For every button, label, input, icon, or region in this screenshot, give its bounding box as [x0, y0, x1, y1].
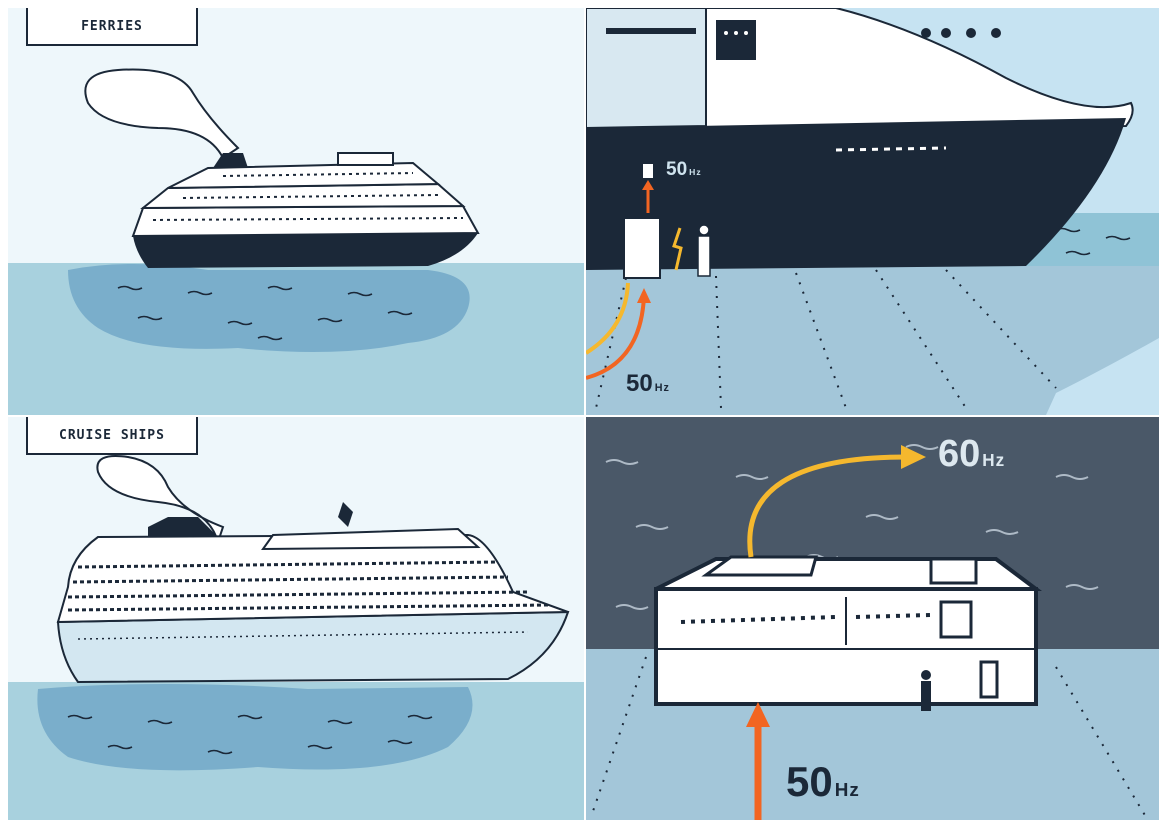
ship-frequency-unit: Hz — [689, 167, 701, 177]
ship-frequency-value: 50 — [666, 159, 687, 180]
converter-illustration — [586, 417, 1159, 820]
output-frequency-unit: Hz — [982, 451, 1005, 470]
supply-frequency-value: 50 — [626, 370, 653, 397]
input-frequency-unit: Hz — [835, 780, 860, 801]
cruise-ships-panel: CRUISE SHIPS — [8, 417, 584, 820]
supply-frequency-unit: Hz — [655, 382, 670, 394]
input-frequency-value: 50 — [786, 758, 833, 805]
ferries-panel: FERRIES — [8, 8, 584, 415]
shore-power-illustration — [586, 8, 1159, 415]
ferries-label: FERRIES — [26, 8, 198, 46]
cruise-ship-illustration — [8, 417, 584, 820]
cruise-ships-label: CRUISE SHIPS — [26, 417, 198, 455]
output-frequency-value: 60 — [938, 433, 980, 475]
ferry-illustration — [8, 8, 584, 415]
